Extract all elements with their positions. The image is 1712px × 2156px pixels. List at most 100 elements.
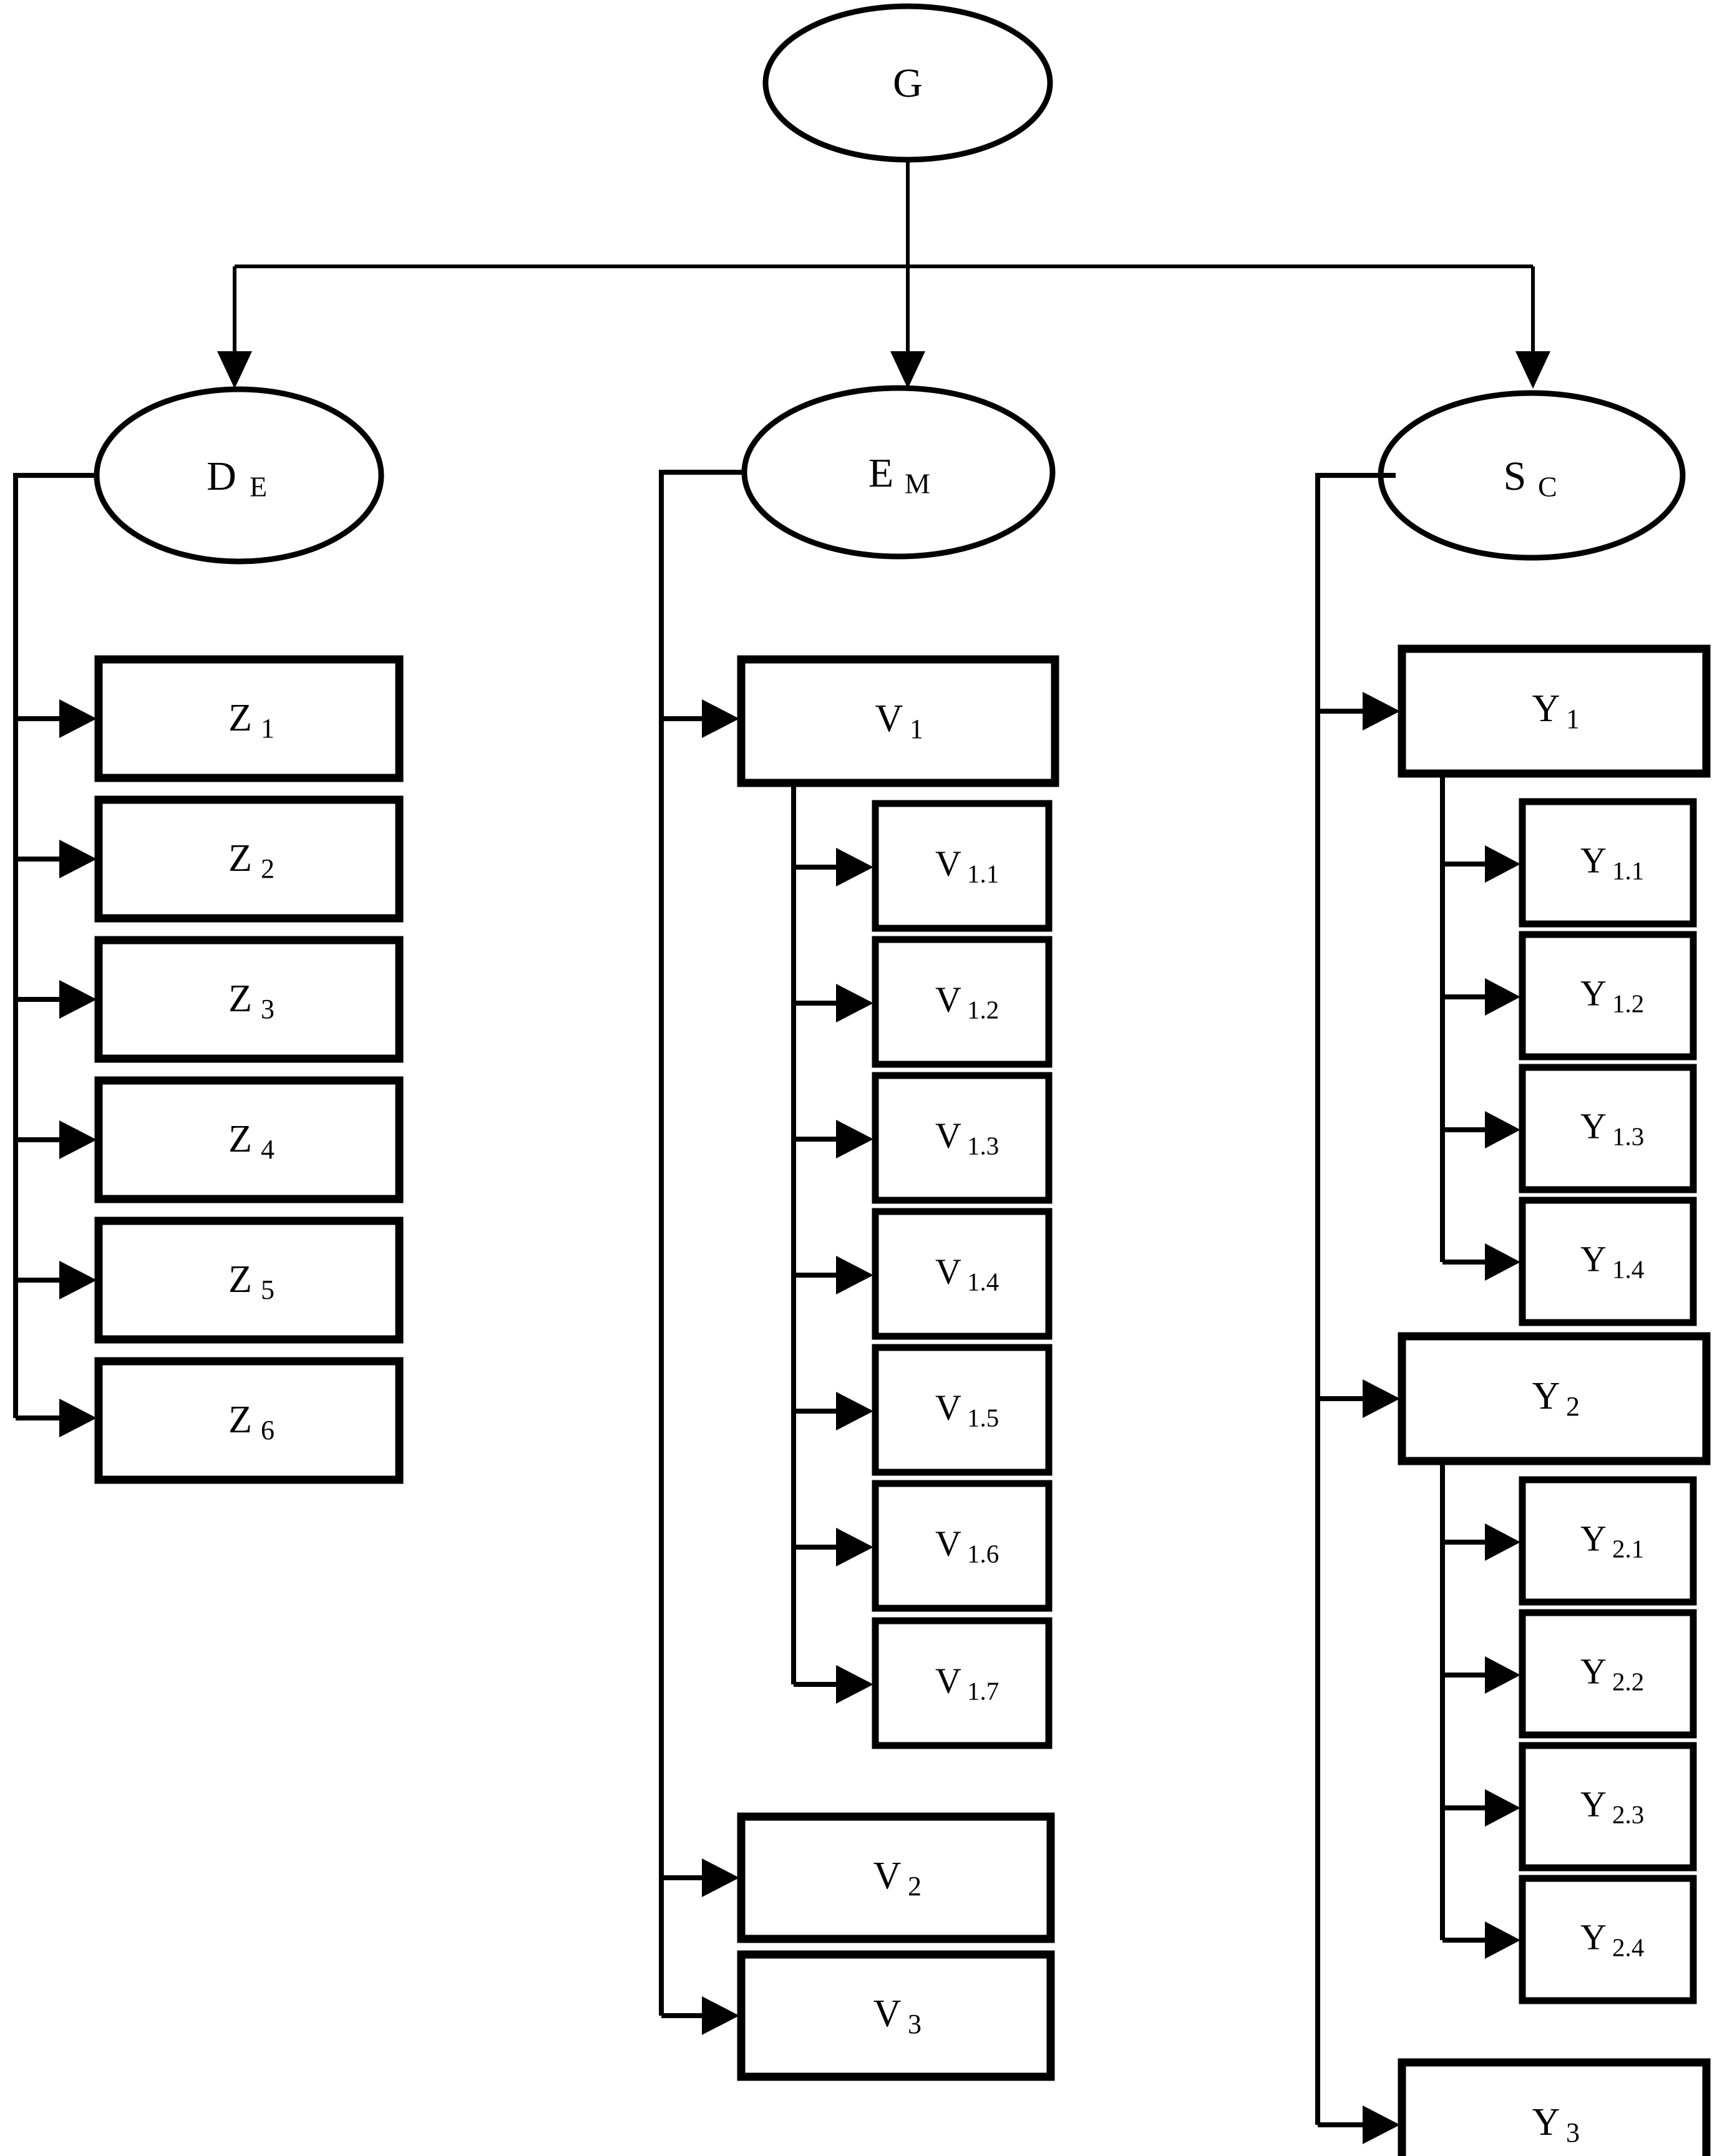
- node-Y2-2-label-sub: 2.2: [1612, 1667, 1644, 1696]
- node-V1-2-rect: [872, 936, 1053, 1068]
- node-V3[interactable]: V 3: [737, 1950, 1055, 2081]
- arrowhead-to-Y1-3: [1485, 1111, 1520, 1148]
- node-V1-4-label-sub: 1.4: [967, 1267, 999, 1296]
- node-V1-5[interactable]: V 1.5: [872, 1344, 1053, 1476]
- arrowhead-to-V1-1: [836, 848, 873, 886]
- arrowhead-to-V1-4: [836, 1256, 873, 1294]
- node-Y1-2-label: Y: [1580, 973, 1607, 1013]
- node-EM[interactable]: E M: [741, 385, 1056, 560]
- node-Y2-rect: [1398, 1332, 1711, 1465]
- node-Y1[interactable]: Y 1: [1398, 644, 1711, 778]
- node-V1-3[interactable]: V 1.3: [872, 1072, 1053, 1204]
- node-Z3[interactable]: Z 3: [94, 936, 404, 1063]
- node-DE-ellipse: [94, 386, 384, 565]
- node-Y1-1-rect: [1519, 798, 1697, 928]
- node-Y2[interactable]: Y 2: [1398, 1332, 1711, 1465]
- root-connector-bus: [217, 160, 1550, 389]
- node-Y2-4-label-sub: 2.4: [1612, 1933, 1644, 1961]
- node-V1-7-rect: [872, 1617, 1053, 1749]
- node-V1-6-rect: [872, 1480, 1053, 1612]
- node-V1-2-label: V: [935, 979, 961, 1019]
- node-Z6[interactable]: Z 6: [94, 1357, 404, 1484]
- node-V1-1[interactable]: V 1.1: [872, 800, 1053, 932]
- node-V1-2[interactable]: V 1.2: [872, 936, 1053, 1068]
- node-EM-label-sub: M: [905, 468, 930, 500]
- node-V3-label: V: [873, 1993, 902, 2035]
- node-Y2-label-sub: 2: [1566, 1391, 1580, 1422]
- node-V1-6[interactable]: V 1.6: [872, 1480, 1053, 1612]
- node-Y2-3[interactable]: Y 2.3: [1519, 1742, 1697, 1872]
- node-V1-7[interactable]: V 1.7: [872, 1617, 1053, 1749]
- node-SC-ellipse: [1378, 390, 1686, 561]
- node-Z1[interactable]: Z 1: [94, 655, 404, 782]
- node-Z4[interactable]: Z 4: [94, 1076, 404, 1203]
- trunk-SC: [1315, 473, 1400, 2144]
- node-G-label: G: [893, 61, 923, 106]
- node-V1-6-label-sub: 1.6: [967, 1539, 999, 1568]
- node-Z5-rect: [94, 1216, 404, 1344]
- node-Z4-label: Z: [228, 1118, 252, 1160]
- node-Y1-3-label-sub: 1.3: [1612, 1122, 1644, 1150]
- arrowhead-to-DE: [217, 351, 252, 389]
- arrowhead-to-Z4: [59, 1120, 97, 1159]
- node-V1-5-rect: [872, 1344, 1053, 1476]
- node-V2-label-sub: 2: [908, 1871, 922, 1901]
- trunk-EM: [659, 470, 744, 2035]
- node-V2[interactable]: V 2: [737, 1812, 1055, 1943]
- node-Y1-2-label-sub: 1.2: [1612, 989, 1644, 1017]
- node-Z2-label: Z: [228, 837, 252, 880]
- node-V2-label: V: [873, 1855, 902, 1897]
- node-Z1-label-sub: 1: [261, 713, 275, 744]
- node-V1-2-label-sub: 1.2: [967, 995, 999, 1024]
- node-Z2[interactable]: Z 2: [94, 795, 404, 923]
- arrowhead-to-Y1: [1363, 692, 1400, 731]
- node-Y2-label: Y: [1532, 1375, 1560, 1417]
- node-DE[interactable]: D E: [94, 386, 384, 565]
- node-Y1-4-label-sub: 1.4: [1612, 1255, 1644, 1283]
- node-G[interactable]: G: [762, 3, 1053, 163]
- node-Y3-label-sub: 3: [1566, 2117, 1580, 2148]
- arrowhead-to-Z2: [59, 840, 97, 878]
- node-Z6-label-sub: 6: [261, 1415, 275, 1445]
- node-V1-label: V: [875, 697, 903, 740]
- arrowhead-to-Y2-4: [1485, 1921, 1520, 1959]
- arrowhead-to-Z3: [59, 980, 97, 1019]
- node-Z5[interactable]: Z 5: [94, 1216, 404, 1344]
- node-Z1-label: Z: [228, 697, 252, 739]
- node-Y1-3[interactable]: Y 1.3: [1519, 1064, 1697, 1193]
- node-V3-rect: [737, 1950, 1055, 2081]
- node-Y2-4-rect: [1519, 1875, 1697, 2004]
- node-EM-ellipse: [741, 385, 1056, 560]
- node-V1[interactable]: V 1: [737, 655, 1059, 787]
- node-Y1-label-sub: 1: [1566, 704, 1580, 734]
- arrowhead-to-V1-2: [836, 984, 873, 1022]
- node-V1-3-label-sub: 1.3: [967, 1131, 999, 1160]
- node-Y2-2-rect: [1519, 1609, 1697, 1739]
- node-Z3-label: Z: [228, 978, 252, 1020]
- arrowhead-to-Y3: [1363, 2105, 1400, 2144]
- node-SC[interactable]: S C: [1378, 390, 1686, 561]
- node-Z6-rect: [94, 1357, 404, 1484]
- node-Y2-1[interactable]: Y 2.1: [1519, 1476, 1697, 1606]
- node-Y2-4[interactable]: Y 2.4: [1519, 1875, 1697, 2004]
- node-Y1-2[interactable]: Y 1.2: [1519, 931, 1697, 1061]
- arrowhead-to-V1-3: [836, 1120, 873, 1158]
- node-Y2-3-label-sub: 2.3: [1612, 1800, 1644, 1828]
- arrowhead-to-Y2: [1363, 1379, 1400, 1418]
- node-Z2-label-sub: 2: [261, 853, 275, 884]
- node-Y1-1[interactable]: Y 1.1: [1519, 798, 1697, 928]
- node-V1-4-rect: [872, 1208, 1053, 1340]
- node-V1-label-sub: 1: [910, 714, 923, 744]
- node-V1-4[interactable]: V 1.4: [872, 1208, 1053, 1340]
- arrowhead-to-Z5: [59, 1261, 97, 1299]
- subtrunk-Y1: [1440, 774, 1520, 1281]
- node-V1-6-label: V: [935, 1523, 961, 1563]
- node-Y1-4[interactable]: Y 1.4: [1519, 1197, 1697, 1326]
- node-Y1-4-rect: [1519, 1197, 1697, 1326]
- node-Y3[interactable]: Y 3: [1398, 2058, 1711, 2156]
- arrowhead-to-Z6: [59, 1399, 97, 1437]
- node-Y2-2[interactable]: Y 2.2: [1519, 1609, 1697, 1739]
- arrowhead-to-V1: [702, 699, 739, 738]
- arrowhead-to-V3: [702, 1996, 739, 2035]
